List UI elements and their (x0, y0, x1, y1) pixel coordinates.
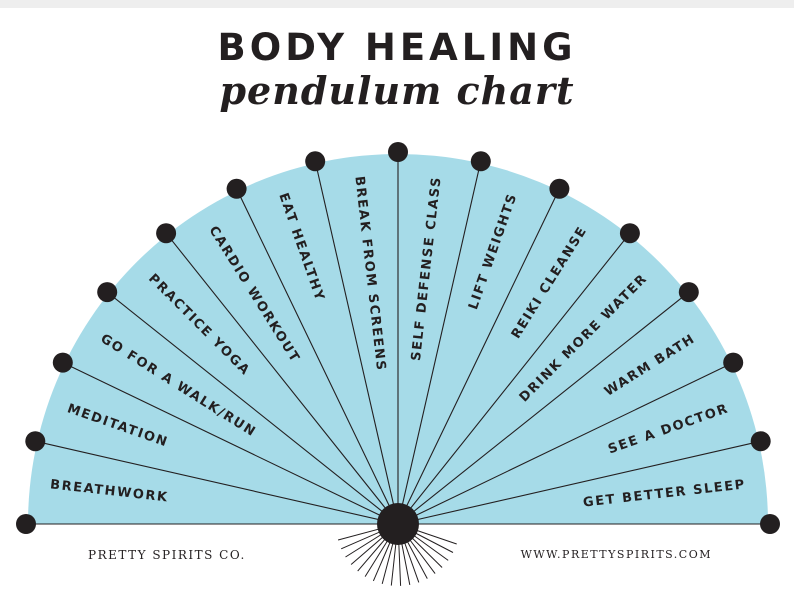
divider-line (315, 163, 399, 525)
chart-title: BODY HEALING (217, 26, 577, 69)
endpoint-dot (52, 352, 73, 373)
endpoint-dots (16, 142, 780, 534)
divider-line (166, 234, 399, 525)
website-url: WWW.PRETTYSPIRITS.COM (520, 548, 712, 561)
divider-line (108, 292, 399, 525)
endpoint-dot (723, 352, 744, 373)
top-bar (0, 0, 794, 8)
endpoint-dot (388, 142, 408, 162)
endpoint-dot (226, 178, 247, 199)
divider-line (237, 190, 399, 525)
endpoint-dot (16, 514, 36, 534)
divider-line (397, 163, 481, 525)
divider-line (397, 441, 759, 525)
endpoint-dot (750, 431, 771, 452)
divider-line (64, 363, 399, 525)
endpoint-dot (760, 514, 780, 534)
chart-subtitle: pendulum chart (219, 68, 575, 113)
center-dot (377, 503, 419, 545)
brand-name: PRETTY SPIRITS CO. (88, 548, 246, 562)
endpoint-dot (97, 282, 118, 303)
endpoint-dot (549, 178, 570, 199)
divider-line (397, 234, 630, 525)
endpoint-dot (156, 223, 177, 244)
endpoint-dot (470, 151, 491, 172)
divider-line (397, 190, 559, 525)
endpoint-dot (619, 223, 640, 244)
endpoint-dot (305, 151, 326, 172)
endpoint-dot (25, 431, 46, 452)
divider-line (397, 292, 688, 525)
divider-lines (28, 154, 768, 525)
endpoint-dot (678, 282, 699, 303)
divider-line (397, 363, 732, 525)
divider-line (37, 441, 399, 525)
